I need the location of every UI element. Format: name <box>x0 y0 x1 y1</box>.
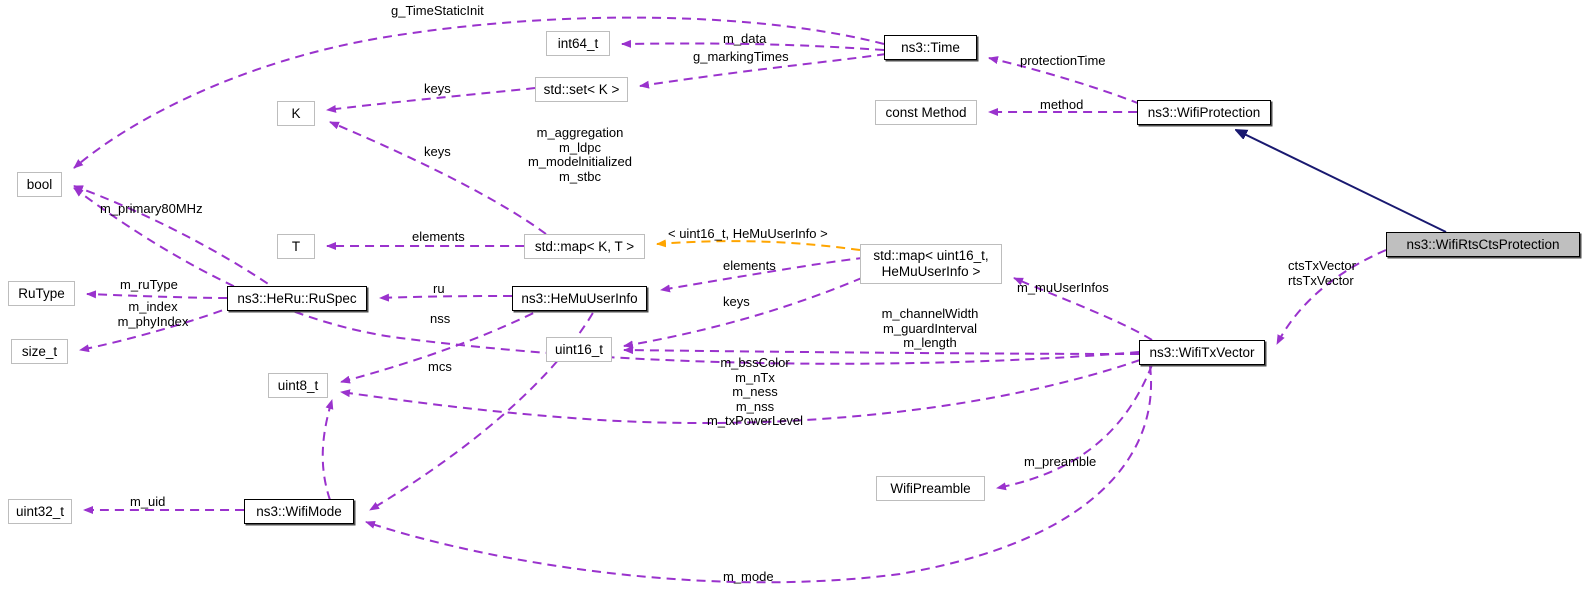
edge-label-elements1: elements <box>412 229 465 244</box>
node-wifipreamble[interactable]: WifiPreamble <box>876 476 985 501</box>
node-map_kt[interactable]: std::map< K, T > <box>524 234 645 259</box>
edge-label-tmpl_u16_hmui: < uint16_t, HeMuUserInfo > <box>668 226 828 241</box>
edge-label-m_rutype: m_ruType <box>120 277 178 292</box>
node-size_t[interactable]: size_t <box>11 339 68 364</box>
node-bool[interactable]: bool <box>17 172 62 197</box>
node-uint8_t[interactable]: uint8_t <box>268 373 328 398</box>
edge-label-keys1: keys <box>424 81 451 96</box>
template-edge <box>656 239 861 251</box>
node-heru_ruspec[interactable]: ns3::HeRu::RuSpec <box>227 286 367 311</box>
edge-label-m_mode: m_mode <box>723 569 774 584</box>
edge-label-keys2: keys <box>424 144 451 159</box>
edge-label-mcs: mcs <box>428 359 452 374</box>
node-set_k[interactable]: std::set< K > <box>535 77 628 102</box>
inheritance-edge <box>1236 130 1447 233</box>
node-map_u16_hmui[interactable]: std::map< uint16_t, HeMuUserInfo > <box>860 244 1002 284</box>
node-ns3_time[interactable]: ns3::Time <box>884 35 977 60</box>
edge-label-g_markingtimes: g_markingTimes <box>693 49 789 64</box>
edge-label-ru: ru <box>433 281 445 296</box>
node-int64_t[interactable]: int64_t <box>546 31 610 56</box>
edge-label-m_muuserinfos: m_muUserInfos <box>1017 280 1109 295</box>
node-const_method[interactable]: const Method <box>875 100 977 125</box>
edge-label-m_data: m_data <box>723 31 767 46</box>
node-rutype[interactable]: RuType <box>8 281 75 306</box>
node-wifirtscts[interactable]: ns3::WifiRtsCtsProtection <box>1386 232 1580 257</box>
edge-label-protectiontime: protectionTime <box>1020 53 1106 68</box>
node-wifiprotection[interactable]: ns3::WifiProtection <box>1137 100 1271 125</box>
edge-label-m_primary80mhz: m_primary80MHz <box>100 201 203 216</box>
edge-label-keys3: keys <box>723 294 750 309</box>
edge-label-txv_bools: m_aggregation m_ldpc m_modelnitialized m… <box>527 125 633 184</box>
node-T[interactable]: T <box>277 234 315 259</box>
edge-label-m_uid: m_uid <box>130 494 166 509</box>
edge-label-nss: nss <box>430 311 451 326</box>
node-uint16_t[interactable]: uint16_t <box>546 337 612 362</box>
node-hemuuserinfo[interactable]: ns3::HeMuUserInfo <box>512 286 647 311</box>
usage-edges <box>73 16 1387 584</box>
edge-label-m_index_phyindex: m_index m_phyIndex <box>117 299 189 329</box>
edge-label-method: method <box>1040 97 1084 112</box>
edge-label-m_preamble: m_preamble <box>1024 454 1097 469</box>
node-wifitxvector[interactable]: ns3::WifiTxVector <box>1139 340 1265 365</box>
edge-label-txv_uint8s: m_bssColor m_nTx m_ness m_nss m_txPowerL… <box>706 355 804 428</box>
node-uint32_t[interactable]: uint32_t <box>8 499 72 524</box>
edge-label-g_timestaticinit: g_TimeStaticInit <box>391 3 484 18</box>
node-wifimode[interactable]: ns3::WifiMode <box>244 499 354 524</box>
edge-label-txv_uint16s: m_channelWidth m_guardInterval m_length <box>881 306 979 350</box>
edge-label-ctsrtstxvector: ctsTxVector rtsTxVector <box>1288 258 1356 288</box>
edge-label-elements2: elements <box>723 258 776 273</box>
node-K[interactable]: K <box>277 101 315 126</box>
